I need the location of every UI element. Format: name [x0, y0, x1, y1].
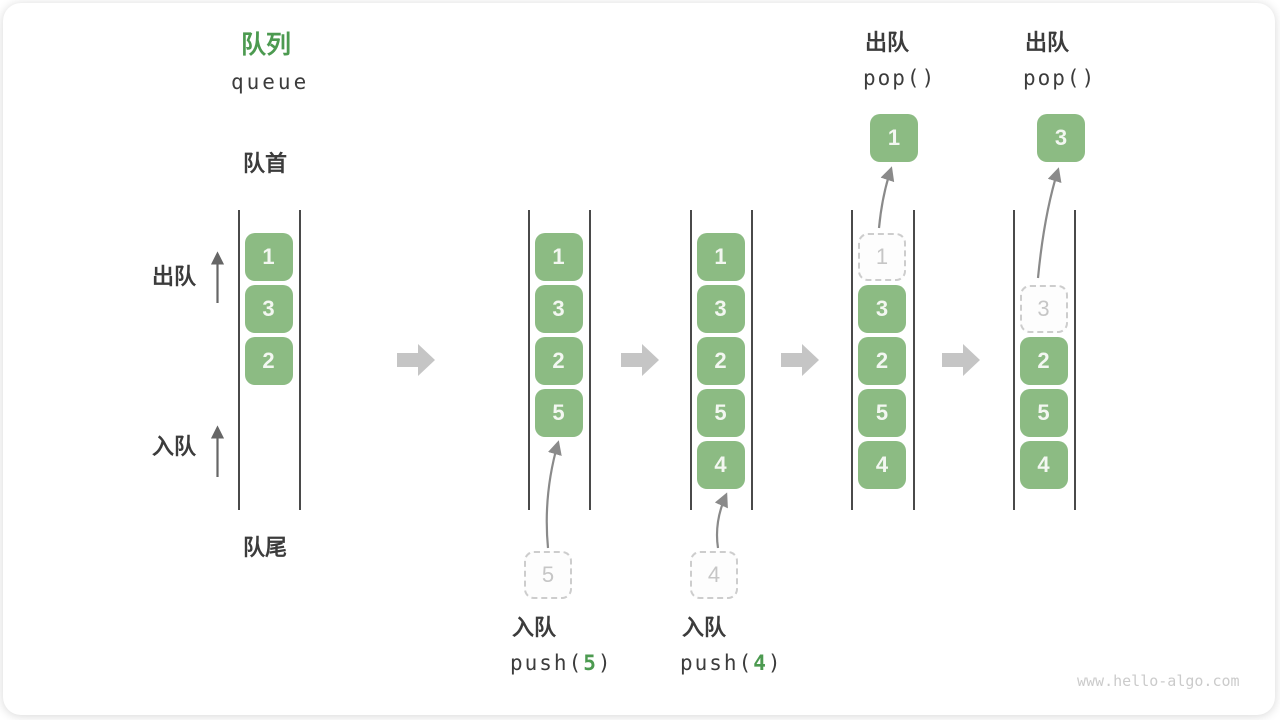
pop-3-code: pop()	[1023, 66, 1097, 90]
queue-state-1-item-2: 2	[244, 337, 293, 385]
staged-item-box-4: 4	[690, 551, 738, 599]
label-dequeue-direction: 出队	[152, 264, 197, 289]
diagram-subtitle: queue	[231, 70, 310, 94]
push-4-code-suffix: )	[767, 651, 783, 675]
queue-channel-2-left-line	[528, 210, 530, 510]
queue-state-5-item-5: 5	[1019, 389, 1068, 437]
watermark: www.hello-algo.com	[1077, 672, 1240, 690]
queue-state-2-item-2: 2	[534, 337, 583, 385]
queue-state-4-item-4: 4	[858, 441, 906, 489]
popped-item-box-1: 1	[870, 114, 918, 162]
queue-state-2-item-3: 3	[534, 285, 583, 333]
queue-channel-3-right-line	[751, 210, 753, 510]
queue-state-3-item-5: 5	[696, 389, 745, 437]
queue-channel-1-left-line	[238, 210, 240, 510]
queue-state-5-item-4: 4	[1019, 441, 1068, 489]
queue-state-2-item-1: 1	[534, 233, 583, 281]
queue-state-1-item-3: 3	[244, 285, 293, 333]
pop-1-code: pop()	[863, 66, 937, 90]
queue-state-1-item-1: 1	[244, 233, 293, 281]
pop-3-label: 出队	[1025, 30, 1070, 55]
queue-state-4-item-2: 2	[858, 337, 906, 385]
push-5-code: push(5)	[510, 653, 613, 674]
push-5-code-prefix: push(	[510, 651, 584, 675]
push-4-code: push(4)	[680, 653, 783, 674]
pop-1-label: 出队	[865, 30, 910, 55]
queue-state-3-item-2: 2	[696, 337, 745, 385]
queue-state-2-item-5: 5	[534, 389, 583, 437]
queue-channel-2-right-line	[589, 210, 591, 510]
label-queue-front: 队首	[243, 151, 288, 176]
queue-channel-1-right-line	[299, 210, 301, 510]
push-5-code-arg: 5	[583, 651, 598, 675]
push-4-label: 入队	[682, 615, 727, 640]
push-4-code-prefix: push(	[680, 651, 754, 675]
diagram-card	[3, 3, 1275, 715]
push-5-label: 入队	[512, 615, 557, 640]
push-5-code-suffix: )	[597, 651, 613, 675]
queue-channel-4-right-line	[913, 210, 915, 510]
queue-state-4-item-5: 5	[858, 389, 906, 437]
queue-state-4-item-3: 3	[858, 285, 906, 333]
popped-item-box-3: 3	[1037, 114, 1085, 162]
queue-state-3-item-4: 4	[696, 441, 745, 489]
queue-state-3-item-3: 3	[696, 285, 745, 333]
queue-channel-3-left-line	[690, 210, 692, 510]
queue-channel-4-left-line	[851, 210, 853, 510]
queue-state-3-item-1: 1	[696, 233, 745, 281]
label-queue-rear: 队尾	[243, 535, 288, 560]
queue-channel-5-left-line	[1013, 210, 1015, 510]
staged-item-box-5: 5	[524, 551, 572, 599]
diagram-title: 队列	[241, 31, 292, 59]
queue-state-5-item-2: 2	[1019, 337, 1068, 385]
queue-state-5-item-3-ghost: 3	[1019, 285, 1068, 333]
queue-channel-5-right-line	[1074, 210, 1076, 510]
push-4-code-arg: 4	[753, 651, 768, 675]
queue-state-4-item-1-ghost: 1	[858, 233, 906, 281]
label-enqueue-direction: 入队	[152, 434, 197, 459]
